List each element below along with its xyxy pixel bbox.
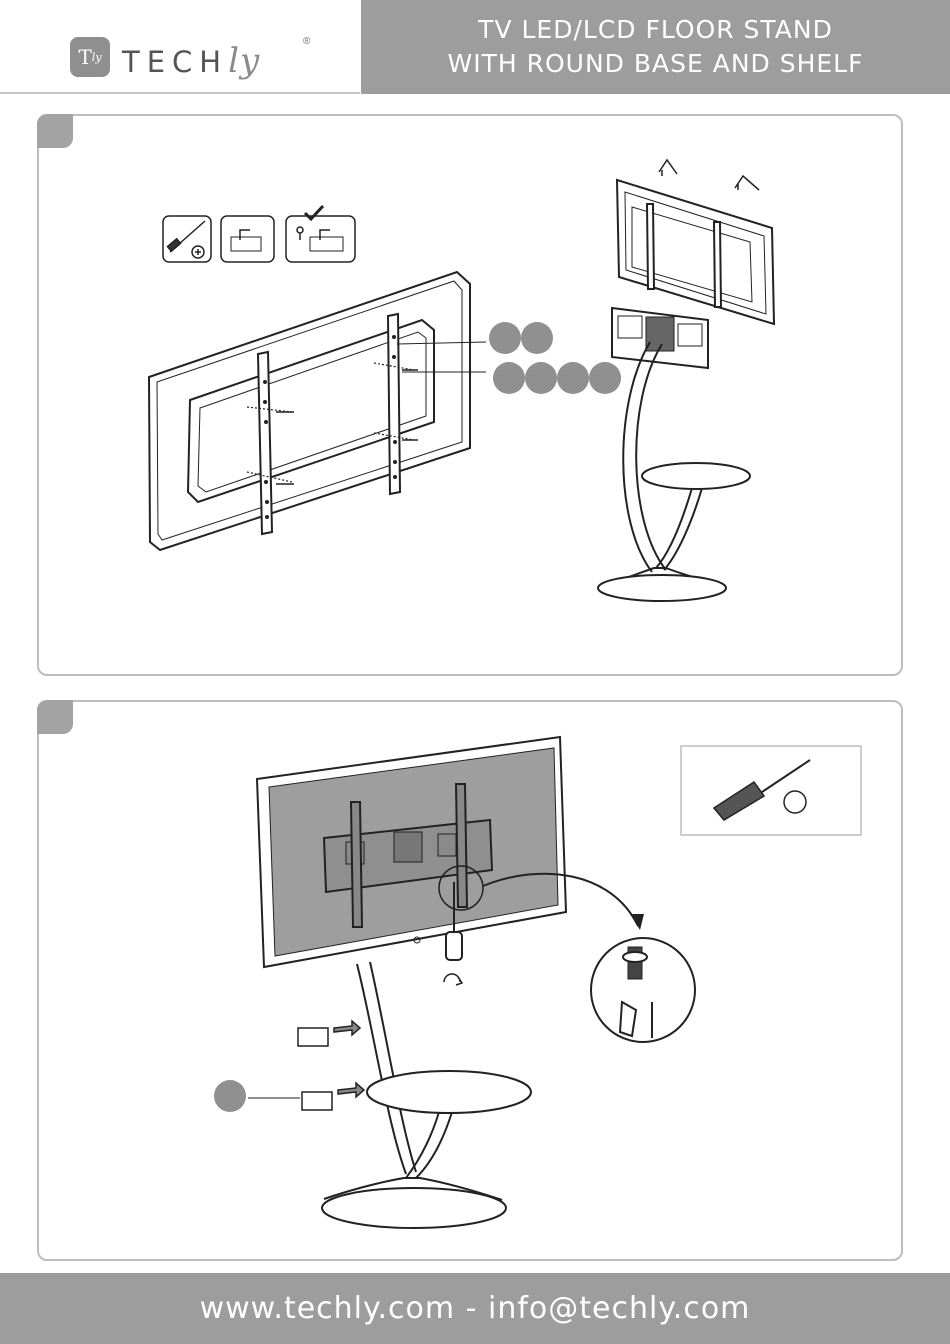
washer-bolt-shape <box>320 230 330 240</box>
tv-rail-left-2 <box>351 802 362 927</box>
stand-pole-back <box>636 344 666 570</box>
screwdriver-handle-3 <box>446 932 462 960</box>
shelf-support-back <box>664 488 702 570</box>
shelf-support-2b <box>416 1112 452 1178</box>
callout-bubble <box>493 362 525 394</box>
stand-shelf <box>642 463 750 489</box>
tv-mounted-illustration <box>257 737 644 1228</box>
tv-rail-right-2 <box>456 784 467 907</box>
screwdriver-handle <box>167 239 180 251</box>
lift-arrow-right-icon <box>735 176 759 190</box>
footer-band: www.techly.com - info@techly.com <box>0 1273 950 1344</box>
stand-shelf-2 <box>367 1071 531 1113</box>
callout-bubble <box>489 322 521 354</box>
detail-arrowhead <box>630 914 644 930</box>
shelf-support-2a <box>406 1112 439 1178</box>
step-2-illustration <box>39 702 901 1259</box>
mount-plate-hub <box>394 832 422 862</box>
screwdriver-shaft-2 <box>762 760 810 792</box>
step-panel-1 <box>37 114 903 676</box>
stand-round-base-2 <box>322 1188 506 1228</box>
header-divider <box>0 92 360 94</box>
tv-rail-right <box>714 222 721 307</box>
rotation-arrowhead <box>456 977 462 985</box>
bracket-plate <box>231 237 261 251</box>
callout-bubble <box>589 362 621 394</box>
stand-pole-back-2 <box>370 962 416 1172</box>
callout-bubbles <box>489 322 621 394</box>
cable-clips <box>214 1021 364 1112</box>
footer-contact: www.techly.com - info@techly.com <box>200 1291 751 1326</box>
cable-clip-lower <box>302 1092 332 1110</box>
header-title-band: TV LED/LCD FLOOR STAND WITH ROUND BASE A… <box>361 0 950 94</box>
brand-mark-letter: T <box>78 45 91 69</box>
cable-clip-upper <box>298 1028 328 1046</box>
detail-washer <box>623 952 647 962</box>
brand-mark-script: ly <box>92 51 102 64</box>
screw-head-icon <box>297 227 303 233</box>
screwdriver-handle-icon <box>714 782 764 820</box>
step-1-illustration <box>39 116 901 674</box>
registered-mark: ® <box>303 36 310 47</box>
tv-rail-left <box>647 204 654 289</box>
mount-plate-window-right <box>678 324 702 346</box>
page-title-line-1: TV LED/LCD FLOOR STAND <box>478 13 833 47</box>
step-panel-2 <box>37 700 903 1261</box>
tv-lifting-illustration <box>598 160 774 601</box>
detail-magnifier <box>591 938 695 1042</box>
callout-bubble <box>525 362 557 394</box>
callout-bubble <box>521 322 553 354</box>
stand-round-base <box>598 575 726 601</box>
check-mark-icon <box>305 206 323 219</box>
stand-pole-front-2 <box>357 964 406 1174</box>
tool-box <box>681 746 861 835</box>
callout-bubble <box>557 362 589 394</box>
clip-arrow-lower-icon <box>338 1083 364 1097</box>
brand-name-script: ly <box>228 41 260 81</box>
bracket-bolt-icon <box>221 216 274 262</box>
mount-plate-slot-right <box>438 834 456 856</box>
tool-callout-circle <box>784 791 806 813</box>
mount-rail-right <box>388 314 400 494</box>
bracket-bolt-shape <box>240 230 250 240</box>
lift-arrow-left-icon <box>659 160 677 176</box>
tool-icons-group <box>163 206 355 262</box>
brand-name: TECH <box>122 45 228 79</box>
page-title-line-2: WITH ROUND BASE AND SHELF <box>448 47 864 81</box>
tool-box-frame <box>681 746 861 835</box>
tv-back-illustration <box>149 272 486 550</box>
washer-plate <box>310 237 343 251</box>
clip-callout-bubble <box>214 1080 246 1112</box>
brand-logo: TECHly <box>122 41 260 81</box>
mount-plate-window-left <box>618 316 642 338</box>
rotation-arrow-icon <box>444 974 460 982</box>
clip-arrow-upper-icon <box>334 1021 360 1035</box>
